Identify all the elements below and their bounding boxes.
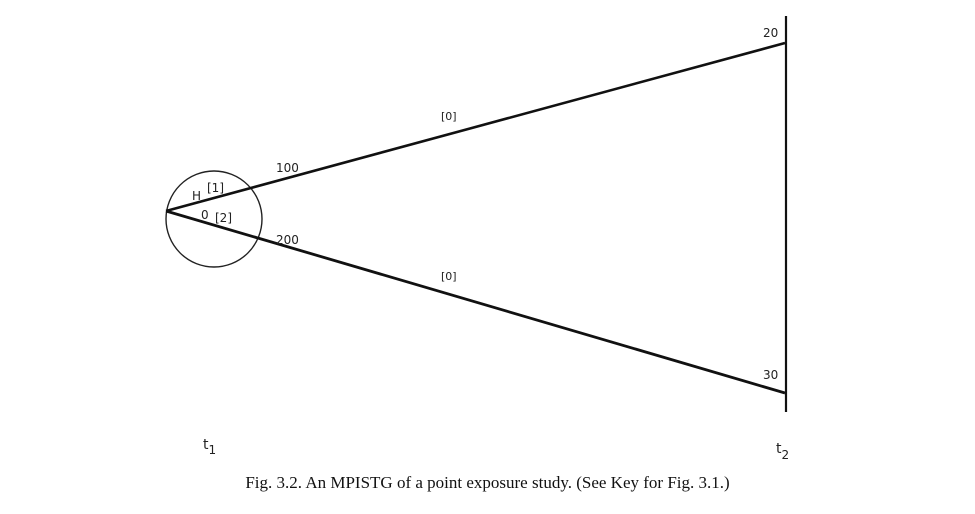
t2-time-label: t2 — [776, 441, 789, 462]
t1-base: t — [203, 437, 209, 453]
origin-circle — [165, 170, 263, 268]
lower-branch-mid-label: [0] — [441, 270, 457, 283]
root-lower-label: 0 — [201, 208, 209, 222]
root-lower-bracket: [2] — [215, 211, 232, 225]
upper-branch-start-count: 100 — [276, 161, 299, 175]
upper-branch-end-count: 20 — [763, 26, 778, 40]
upper-branch-line — [165, 41, 786, 213]
figure-caption: Fig. 3.2. An MPISTG of a point exposure … — [245, 473, 730, 492]
lower-branch-line — [165, 209, 786, 395]
lower-branch-start-count: 200 — [276, 233, 299, 247]
upper-branch-mid-label: [0] — [441, 110, 457, 123]
root-upper-bracket: [1] — [207, 181, 224, 195]
t2-sub: 2 — [782, 448, 790, 462]
t1-sub: 1 — [209, 443, 217, 457]
t1-time-label: t1 — [203, 437, 216, 457]
lower-branch-end-count: 30 — [763, 368, 778, 382]
t2-base: t — [776, 441, 782, 457]
root-upper-label: H — [192, 189, 201, 203]
